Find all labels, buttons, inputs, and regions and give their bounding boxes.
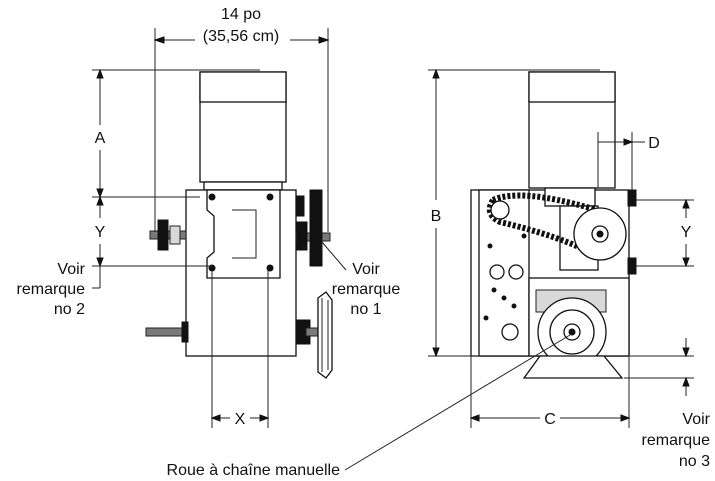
frame-hole xyxy=(501,323,519,341)
dimension-b-label: B xyxy=(431,208,442,225)
left-hub xyxy=(169,225,181,245)
note2-line2: remarque xyxy=(17,281,86,298)
dimension-x-label: X xyxy=(235,411,246,428)
motor-cap-front xyxy=(528,71,616,103)
bolt xyxy=(266,264,274,272)
note2-line1: Voir xyxy=(57,261,85,278)
right-drive-sprocket xyxy=(309,189,323,267)
manual-chain-wheel-side xyxy=(317,291,333,379)
dimension-c-label: C xyxy=(544,411,556,428)
width-inches-label: 14 po xyxy=(221,6,261,23)
left-sprocket xyxy=(157,219,169,251)
lower-shaft xyxy=(145,327,187,337)
small-sprocket xyxy=(490,200,510,220)
note3-line1: Voir xyxy=(682,411,710,428)
front-view xyxy=(344,68,694,471)
note3-line3: no 3 xyxy=(679,453,710,470)
motor-cap xyxy=(199,71,287,103)
note1-line2: remarque xyxy=(332,281,401,298)
right-hub xyxy=(296,221,308,251)
wheel-shaft xyxy=(305,327,319,337)
plate-cutout xyxy=(232,209,257,259)
dimension-a-label: A xyxy=(95,130,106,147)
note1-line3: no 1 xyxy=(350,301,381,318)
width-cm-label: (35,56 cm) xyxy=(203,28,279,45)
manual-chain-wheel-label: Roue à chaîne manuelle xyxy=(167,462,341,479)
note3-line2: remarque xyxy=(642,432,711,449)
dimension-y-left-label: Y xyxy=(95,224,106,241)
frame-hole xyxy=(508,264,524,280)
dimension-d-label: D xyxy=(648,135,660,152)
lower-collar xyxy=(181,321,189,343)
bolt xyxy=(208,193,216,201)
limit-switch xyxy=(627,189,637,207)
right-collar xyxy=(296,195,305,217)
motor-flange xyxy=(203,181,283,191)
frame-hole xyxy=(489,264,505,280)
note2-line3: no 2 xyxy=(54,301,85,318)
limit-switch xyxy=(627,257,637,275)
mounting-plate xyxy=(206,189,281,279)
side-view xyxy=(92,28,347,428)
note1-line1: Voir xyxy=(352,261,380,278)
wheel-base xyxy=(522,355,624,379)
dimension-y-right-label: Y xyxy=(681,224,692,241)
bolt xyxy=(266,193,274,201)
